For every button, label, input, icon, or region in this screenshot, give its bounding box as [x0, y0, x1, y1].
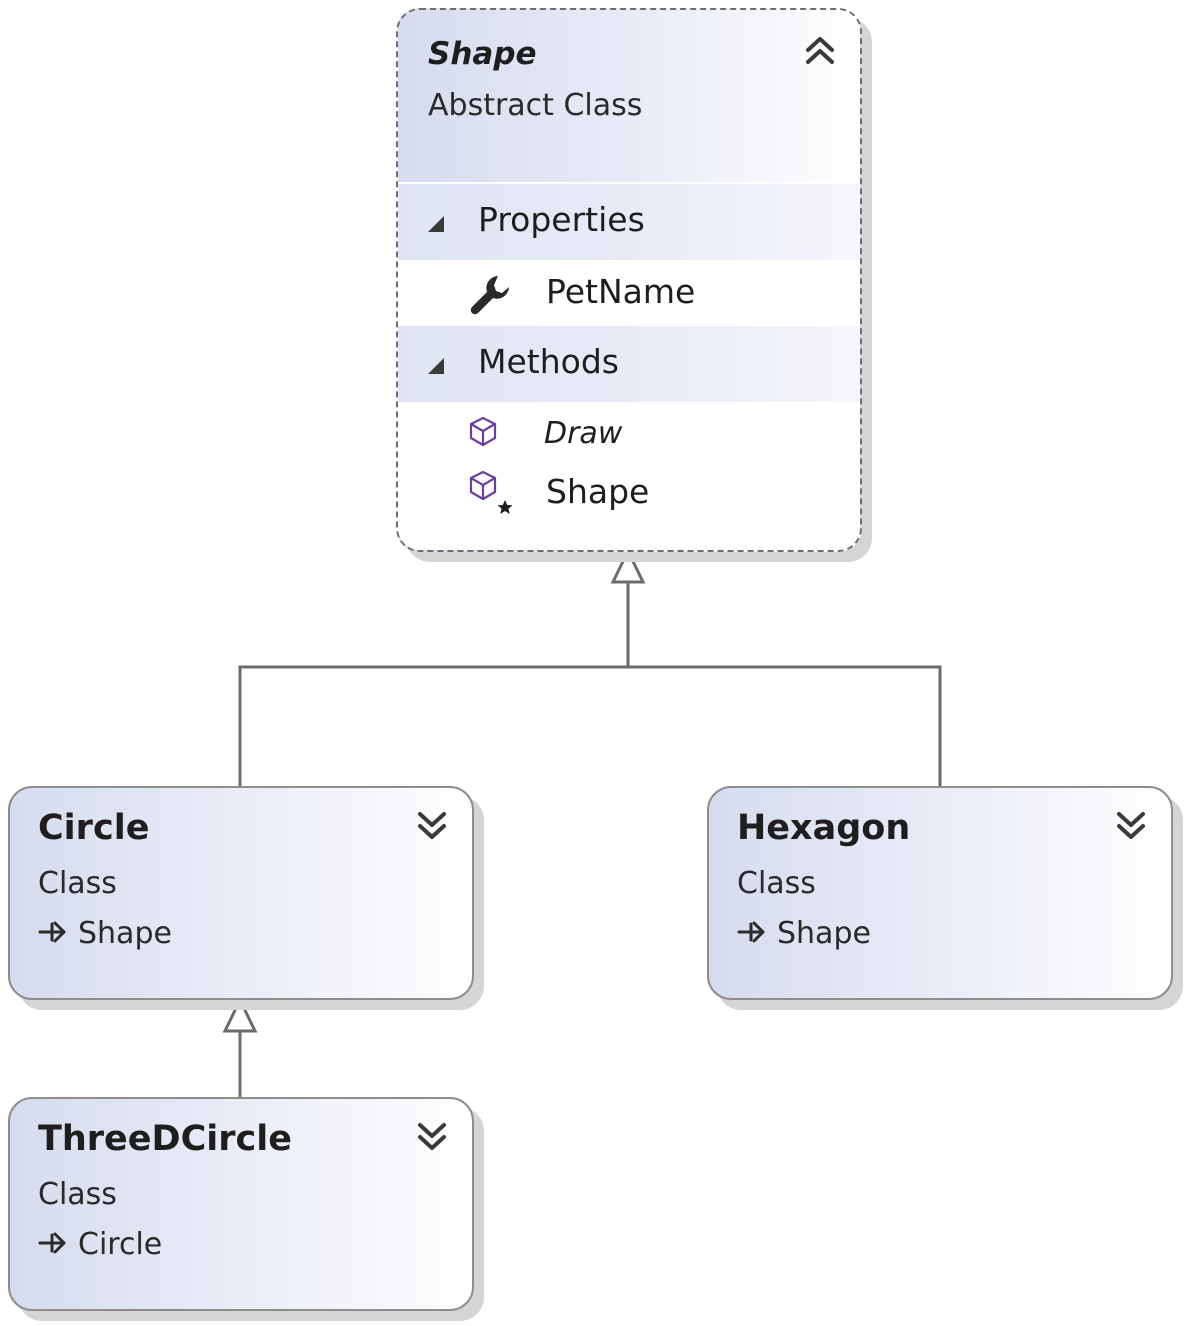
class-shape-threedcircle[interactable]: ThreeDCircle Class Circle — [8, 1097, 474, 1311]
constructor-cube-icon — [469, 470, 513, 514]
method-draw[interactable]: Draw — [544, 416, 623, 451]
inheritance-line-circle-hexagon-to-shape — [238, 665, 942, 786]
section-label: Properties — [478, 200, 645, 239]
class-header — [398, 10, 860, 182]
class-stereotype: Class — [737, 866, 816, 901]
base-class-name: Shape — [78, 916, 172, 951]
collapse-triangle-icon[interactable] — [428, 358, 444, 374]
class-shape-circle[interactable]: Circle Class Shape — [8, 786, 474, 1000]
base-class-name: Circle — [78, 1227, 163, 1262]
class-name: Hexagon — [737, 808, 911, 848]
class-name: Circle — [38, 808, 150, 848]
class-stereotype: Class — [38, 1177, 117, 1212]
class-name: ThreeDCircle — [38, 1119, 293, 1159]
chevron-double-up-icon[interactable] — [802, 32, 838, 68]
method-shape-constructor[interactable]: Shape — [546, 472, 650, 511]
chevron-double-down-icon[interactable] — [414, 1119, 450, 1155]
class-name: Shape — [428, 36, 537, 72]
class-stereotype: Abstract Class — [428, 88, 643, 123]
chevron-double-down-icon[interactable] — [414, 808, 450, 844]
property-petname[interactable]: PetName — [546, 272, 696, 311]
section-methods[interactable]: Methods — [398, 326, 860, 402]
class-shape-shape[interactable]: Shape Abstract Class Properties PetName … — [396, 8, 862, 552]
method-cube-icon — [469, 416, 497, 447]
inheritance-arrowhead-circle — [222, 996, 258, 1033]
inherits-arrow-icon — [38, 921, 66, 943]
inherits-arrow-icon — [737, 921, 765, 943]
class-shape-hexagon[interactable]: Hexagon Class Shape — [707, 786, 1173, 1000]
inherits-arrow-icon — [38, 1232, 66, 1254]
section-properties[interactable]: Properties — [398, 184, 860, 260]
base-class-name: Shape — [777, 916, 871, 951]
inheritance-arrowhead-shape — [610, 547, 646, 584]
wrench-icon — [470, 276, 509, 315]
chevron-double-down-icon[interactable] — [1113, 808, 1149, 844]
class-stereotype: Class — [38, 866, 117, 901]
collapse-triangle-icon[interactable] — [428, 216, 444, 232]
section-label: Methods — [478, 342, 619, 381]
